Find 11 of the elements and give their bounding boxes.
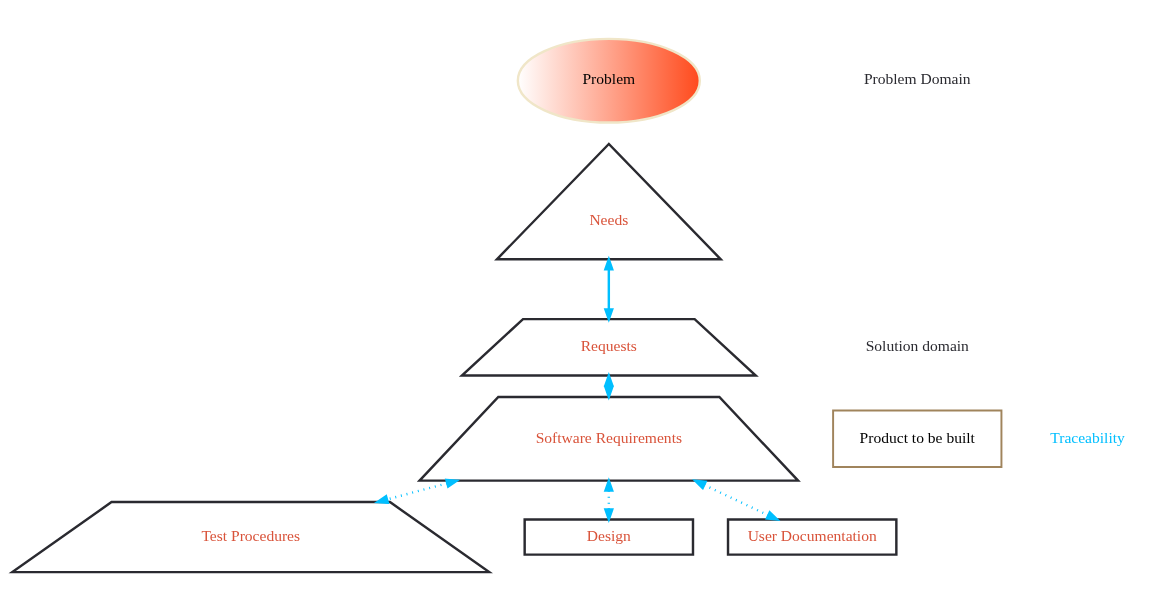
arrow [374,478,461,504]
arrow [603,255,614,323]
label: Solution domain [865,336,969,354]
node-box: User Documentation [726,517,898,556]
arrow [603,476,614,523]
label: Traceability [1050,428,1125,445]
arrow [692,478,781,521]
node-box: Product to be built [832,409,1003,468]
node-ellipse: Problem [516,37,701,124]
node-box: Design [523,517,695,556]
label: Problem Domain [863,69,971,87]
